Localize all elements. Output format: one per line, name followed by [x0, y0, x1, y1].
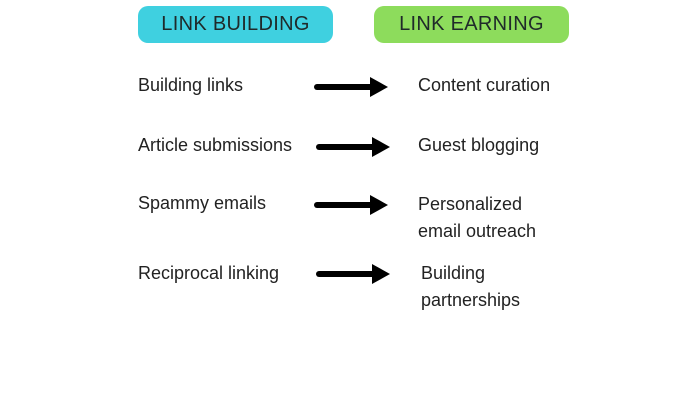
link-building-item-spammy-emails: Spammy emails: [138, 193, 267, 213]
link-earning-item-partnerships-line2: partnerships: [421, 290, 521, 310]
link-earning-item-content-curation: Content curation: [418, 75, 551, 95]
link-building-item-building-links: Building links: [138, 75, 244, 95]
right-arrow-icon: [316, 263, 392, 285]
link-earning-item-partnerships-line1: Building: [421, 263, 486, 283]
right-arrow-icon: [314, 194, 390, 216]
link-building-item-article-submissions: Article submissions: [138, 135, 293, 155]
link-earning-item-personalized-line1: Personalized: [418, 194, 523, 214]
link-earning-item-personalized-line2: email outreach: [418, 221, 537, 241]
link-building-header: LINK BUILDING: [138, 6, 333, 43]
link-earning-item-guest-blogging: Guest blogging: [418, 135, 540, 155]
link-building-header-label: LINK BUILDING: [161, 13, 310, 35]
link-earning-header-label: LINK EARNING: [399, 13, 544, 35]
right-arrow-icon: [314, 76, 390, 98]
right-arrow-icon: [316, 136, 392, 158]
link-building-item-reciprocal-linking: Reciprocal linking: [138, 263, 280, 283]
link-earning-header: LINK EARNING: [374, 6, 569, 43]
